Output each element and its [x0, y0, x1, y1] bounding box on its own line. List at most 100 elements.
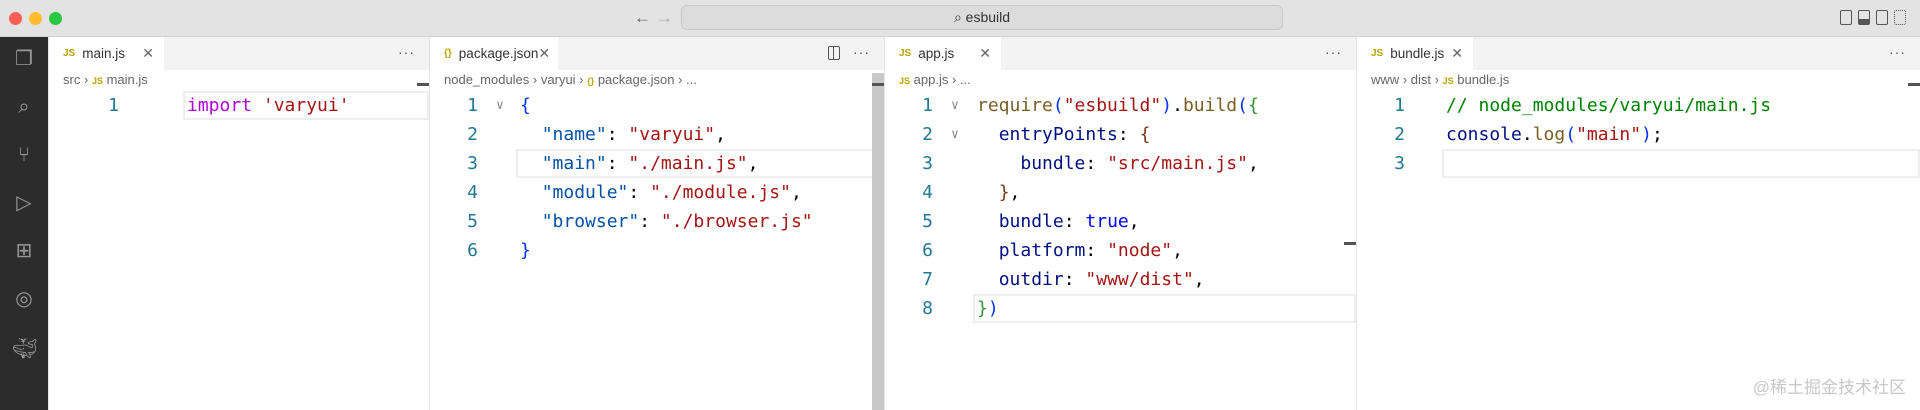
code-token: entryPoints: [998, 124, 1118, 145]
overview-ruler-marker: [417, 83, 429, 86]
breadcrumb-item: ›: [579, 72, 584, 87]
fold-chevron-icon[interactable]: ∨: [951, 98, 959, 113]
breadcrumb-item[interactable]: dist: [1410, 72, 1431, 87]
breadcrumb-item[interactable]: JS: [899, 76, 911, 86]
breadcrumb-item[interactable]: bundle.js: [1457, 72, 1510, 87]
search-icon[interactable]: ⌕: [18, 96, 30, 118]
breadcrumb: www › dist › JS bundle.js: [1371, 72, 1509, 87]
line-number: 2: [922, 124, 933, 145]
line-number: 1: [1394, 95, 1405, 116]
breadcrumb-item: ›: [1434, 72, 1439, 87]
more-actions-icon[interactable]: ···: [853, 44, 870, 60]
code-line: 6}: [430, 236, 884, 265]
breadcrumb-item[interactable]: www: [1371, 72, 1400, 87]
code-line: 4 },: [885, 178, 1356, 207]
extensions-icon[interactable]: ⊞: [15, 240, 33, 262]
line-number: 6: [922, 240, 933, 261]
breadcrumb-item[interactable]: {}: [587, 76, 595, 86]
source-control-icon[interactable]: ⑂: [18, 144, 30, 166]
code-token: [977, 211, 999, 232]
scrollbar[interactable]: [872, 73, 884, 410]
code-token: "node": [1107, 240, 1173, 261]
breadcrumb-item[interactable]: app.js: [913, 72, 949, 87]
forward-button[interactable]: →: [656, 8, 673, 27]
breadcrumb-item[interactable]: JS: [1442, 76, 1454, 86]
close-tab-icon[interactable]: ✕: [1451, 45, 1463, 61]
more-actions-icon[interactable]: ···: [1889, 44, 1906, 60]
line-number: 2: [467, 124, 478, 145]
code-token: import: [187, 95, 263, 116]
more-actions-icon[interactable]: ···: [398, 44, 415, 60]
close-tab-icon[interactable]: ✕: [538, 45, 551, 61]
code-token: ,: [1128, 211, 1140, 232]
line-number: 7: [922, 269, 933, 290]
tab-main.js[interactable]: JS main.js ✕: [49, 37, 164, 70]
code-token: :: [606, 153, 629, 174]
line-number: 6: [467, 240, 478, 261]
tab-package.json[interactable]: {} package.json ✕: [430, 37, 558, 70]
code-token: [520, 211, 542, 232]
breadcrumb-item[interactable]: JS: [91, 76, 103, 86]
code-token: {: [1247, 95, 1259, 116]
breadcrumb-item[interactable]: ...: [959, 72, 971, 87]
fold-chevron-icon[interactable]: ∨: [496, 98, 504, 113]
code-token: "browser": [541, 211, 640, 232]
breadcrumb-item[interactable]: ...: [686, 72, 697, 87]
customize-layout-icon[interactable]: [1894, 10, 1906, 25]
minimize-window-button[interactable]: [29, 12, 42, 25]
toggle-panel-icon[interactable]: [1858, 10, 1870, 25]
toggle-secondary-sidebar-icon[interactable]: [1876, 10, 1888, 25]
back-button[interactable]: ←: [634, 8, 651, 27]
code-token: console: [1446, 124, 1522, 145]
close-tab-icon[interactable]: ✕: [142, 45, 154, 61]
explorer-icon[interactable]: ❐: [15, 48, 33, 70]
line-number: 2: [1394, 124, 1405, 145]
toggle-primary-sidebar-icon[interactable]: [1840, 10, 1852, 25]
more-actions-icon[interactable]: ···: [1325, 44, 1342, 60]
breadcrumb-item: ›: [678, 72, 683, 87]
code-token: // node_modules/varyui/main.js: [1446, 95, 1772, 116]
code-token: "varyui": [628, 124, 716, 145]
breadcrumb: JS app.js › ...: [899, 72, 971, 87]
tab-bundle.js[interactable]: JS bundle.js ✕: [1357, 37, 1473, 70]
tab-app.js[interactable]: JS app.js ✕: [885, 37, 1001, 70]
code-line: 8}): [885, 294, 1356, 323]
code-line: 2∨ entryPoints: {: [885, 120, 1356, 149]
maximize-window-button[interactable]: [49, 12, 62, 25]
close-tab-icon[interactable]: ✕: [979, 45, 991, 61]
code-token: [977, 269, 999, 290]
line-number: 3: [467, 153, 478, 174]
tab-bar: {} package.json ✕ ···: [430, 37, 884, 70]
breadcrumb-item[interactable]: node_modules: [444, 72, 530, 87]
split-editor-icon[interactable]: [828, 46, 840, 60]
breadcrumb-item[interactable]: package.json: [597, 72, 675, 87]
code-token: platform: [998, 240, 1086, 261]
line-number: 5: [922, 211, 933, 232]
fold-chevron-icon[interactable]: ∨: [951, 127, 959, 142]
code-token: ,: [1172, 240, 1183, 261]
file-type-icon: JS: [1371, 48, 1384, 59]
code-token: [520, 153, 542, 174]
code-token: ,: [790, 182, 802, 203]
code-token: [977, 153, 1020, 174]
close-window-button[interactable]: [9, 12, 22, 25]
code-line: 1∨require("esbuild").build({: [885, 91, 1356, 120]
breadcrumb-item[interactable]: varyui: [540, 72, 576, 87]
editor-group-2: {} package.json ✕ ··· node_modules › var…: [429, 37, 884, 410]
code-token: ,: [1009, 182, 1021, 203]
docker-icon[interactable]: 🐳︎: [12, 338, 38, 360]
code-token: "src/main.js": [1107, 153, 1248, 174]
breadcrumb-item[interactable]: src: [63, 72, 81, 87]
breadcrumb-item[interactable]: main.js: [106, 72, 148, 87]
code-token: :: [1117, 124, 1140, 145]
code-token: "./browser.js": [660, 211, 813, 232]
run-debug-icon[interactable]: ▷: [16, 192, 32, 214]
git-graph-icon[interactable]: ◎: [15, 288, 33, 310]
code-token: :: [606, 124, 629, 145]
overview-ruler-marker: [1908, 83, 1920, 86]
command-center-search[interactable]: ⌕ esbuild: [681, 5, 1283, 30]
code-token: ;: [1651, 124, 1663, 145]
code-token: 'varyui': [262, 95, 350, 116]
